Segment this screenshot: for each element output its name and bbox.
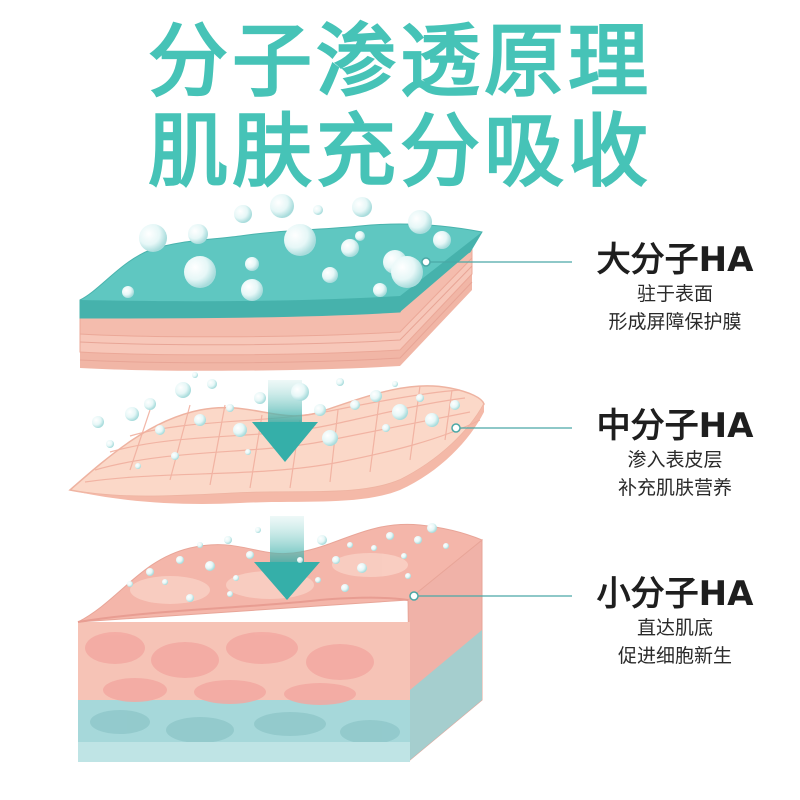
label-large-ha: 大分子HA 驻于表面 形成屏障保护膜 xyxy=(560,240,790,336)
leader-line-small xyxy=(409,591,572,601)
title-line-1: 分子渗透原理 xyxy=(148,15,652,108)
small-molecule-bubbles xyxy=(127,523,449,602)
large-ha-name: 大分子HA xyxy=(596,240,754,280)
label-small-ha: 小分子HA 直达肌底 促进细胞新生 xyxy=(560,574,790,670)
leader-line-medium xyxy=(451,423,572,433)
large-molecule-bubbles xyxy=(122,194,451,301)
title-line-2: 肌肤充分吸收 xyxy=(148,105,652,198)
small-ha-desc-1: 直达肌底 xyxy=(636,617,713,639)
top-skin-layer xyxy=(79,223,483,371)
bottom-skin-block xyxy=(77,523,483,762)
small-ha-desc-2: 促进细胞新生 xyxy=(617,645,732,667)
leader-line-large xyxy=(421,257,572,267)
large-ha-desc-1: 驻于表面 xyxy=(636,283,713,305)
large-ha-desc-2: 形成屏障保护膜 xyxy=(608,311,742,333)
medium-ha-desc-1: 渗入表皮层 xyxy=(627,449,723,471)
label-medium-ha: 中分子HA 渗入表皮层 补充肌肤营养 xyxy=(560,406,790,502)
small-ha-name: 小分子HA xyxy=(596,574,754,614)
medium-ha-name: 中分子HA xyxy=(596,406,754,446)
medium-molecule-bubbles xyxy=(92,372,460,469)
medium-ha-desc-2: 补充肌肤营养 xyxy=(617,477,732,499)
penetration-arrow-upper xyxy=(252,380,318,462)
